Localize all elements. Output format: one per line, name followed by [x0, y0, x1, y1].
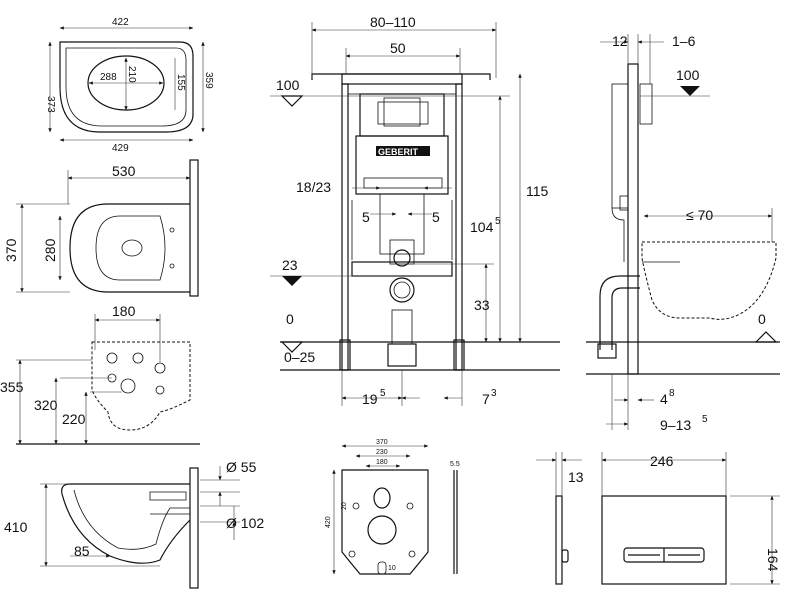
side-dim-9-135-sup: 5: [702, 414, 708, 425]
plate-height: 164: [765, 548, 781, 572]
seat-top-view: 422 429 373 359 288 210 155: [45, 17, 214, 154]
frame-dim-73-sup: 3: [491, 388, 497, 399]
bowl-rear-h2: 320: [34, 397, 58, 413]
bowl-side-drop: 85: [74, 543, 90, 559]
gasket-dim-20: 20: [341, 502, 348, 510]
bowl-inner: 280: [42, 238, 58, 262]
plate-thickness: 13: [568, 469, 584, 485]
side-dim-48-sup: 8: [669, 388, 675, 399]
bowl-length: 530: [112, 163, 136, 179]
seat-depth-right: 359: [203, 72, 214, 89]
frame-level-100: 100: [276, 77, 300, 93]
flush-plate: 13 246 164: [536, 452, 781, 585]
bowl-rear-view: 180 355 320 220: [0, 303, 200, 445]
gasket-width-230: 230: [376, 449, 388, 456]
bowl-width: 370: [3, 238, 19, 262]
frame-level-0: 0: [286, 311, 294, 327]
frame-front-view: GEBERIT: [270, 14, 560, 407]
bowl-top-view: 530 370 280: [3, 159, 199, 297]
gasket-dim-10: 10: [388, 565, 396, 572]
frame-dim-195: 19: [362, 391, 378, 407]
frame-height-1045-sup: 5: [495, 216, 501, 227]
frame-inner-width: 50: [390, 40, 406, 56]
seat-inner-side: 155: [175, 74, 186, 91]
brand-plate: [376, 146, 430, 156]
side-dim-48: 4: [660, 391, 668, 407]
bowl-rear-h1: 355: [0, 379, 24, 395]
side-level-0: 0: [758, 311, 766, 327]
side-dim-9-135: 9–13: [660, 417, 691, 433]
frame-side-view: 12 1–6 100 ≤ 70 0 4 8 9–13 5: [586, 33, 780, 433]
seat-depth-left: 373: [45, 96, 56, 113]
bowl-inlet-diameter: Ø 55: [226, 459, 257, 475]
brand-label: GEBERIT: [378, 147, 419, 157]
bowl-rear-h3: 220: [62, 411, 86, 427]
bowl-bolt-spacing: 180: [112, 303, 136, 319]
gasket-height-420: 420: [325, 516, 332, 528]
frame-dim-195-sup: 5: [380, 388, 386, 399]
side-dim-12: 12: [612, 33, 628, 49]
sound-gasket: 370 230 180 420 20 10 5.5: [325, 439, 460, 575]
frame-dim-5-left: 5: [362, 209, 370, 225]
gasket-width-180: 180: [376, 459, 388, 466]
side-dim-1-6: 1–6: [672, 33, 696, 49]
seat-inner-depth: 210: [126, 66, 137, 83]
frame-height-1045: 104: [470, 219, 494, 235]
frame-dim-18-23: 18/23: [296, 179, 331, 195]
plate-width: 246: [650, 453, 674, 469]
seat-inner-width: 288: [100, 72, 117, 83]
frame-width-range: 80–110: [370, 14, 416, 30]
frame-dim-33: 33: [474, 297, 490, 313]
bowl-outlet-diameter: Ø 102: [226, 515, 264, 531]
frame-height-115: 115: [526, 183, 549, 199]
side-projection: ≤ 70: [686, 207, 713, 223]
seat-width-top: 422: [112, 17, 129, 28]
side-level-100: 100: [676, 67, 700, 83]
frame-level-0-25: 0–25: [284, 349, 315, 365]
gasket-width-370: 370: [376, 439, 388, 446]
bowl-side-section: 410 85 Ø 55 Ø 102: [4, 459, 264, 589]
gasket-thickness: 5.5: [450, 461, 460, 468]
frame-dim-5-right: 5: [432, 209, 440, 225]
seat-width-bottom: 429: [112, 143, 129, 154]
bowl-side-height: 410: [4, 519, 28, 535]
frame-dim-73: 7: [482, 391, 490, 407]
frame-level-23: 23: [282, 257, 298, 273]
